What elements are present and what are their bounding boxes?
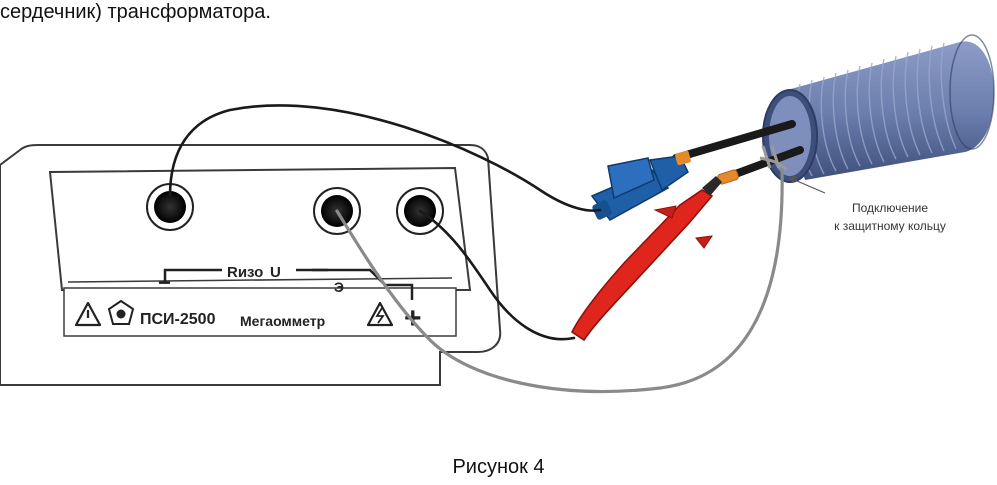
guard-ring-clip — [759, 145, 788, 171]
wire-plus-to-clip — [418, 209, 576, 341]
annotation-line-1: Подключение — [852, 201, 928, 215]
device-model: ПСИ-2500 — [140, 311, 216, 328]
intro-text-line: сердечник) трансформатора. — [0, 1, 271, 23]
annotation-pointer-line — [789, 177, 826, 194]
terminal-minus-label: − — [158, 270, 171, 295]
warning-triangle-icon — [74, 301, 102, 327]
figure-caption: Рисунок 4 — [452, 456, 545, 478]
red-crocodile-clip — [570, 176, 722, 342]
device-type: Мегаомметр — [240, 313, 325, 329]
pentagon-logo-icon — [107, 299, 135, 325]
conductor-rod-upper — [672, 120, 796, 162]
terminal-minus — [146, 183, 194, 231]
transformer-coil — [762, 34, 995, 183]
wire-e-to-guard-ring — [335, 168, 784, 394]
wire-minus-to-connector — [168, 104, 602, 212]
annotation-line-2: к защитному кольцу — [834, 219, 946, 233]
annotation-arrowhead-icon — [788, 176, 797, 183]
blue-connector — [590, 150, 691, 221]
voltage-label: U — [270, 264, 281, 281]
riso-label: Rизо — [227, 264, 263, 281]
terminal-e-label: Э — [334, 279, 344, 295]
high-voltage-warning-icon — [366, 301, 394, 327]
